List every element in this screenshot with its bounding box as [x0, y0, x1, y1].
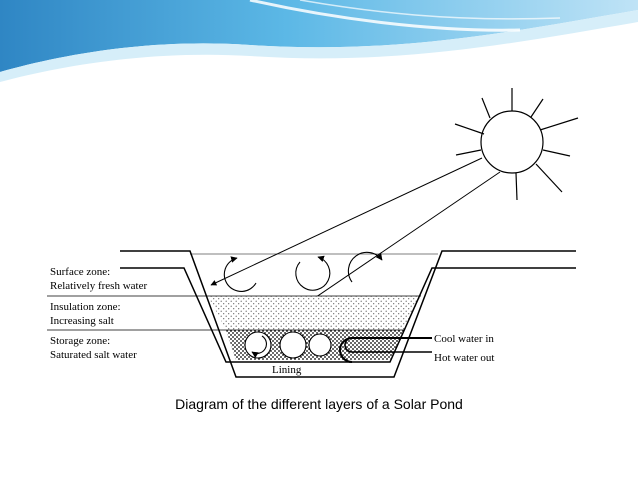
pond-lining-outer [120, 250, 576, 378]
surface-convection [223, 251, 383, 292]
pond-lining-inner [120, 267, 576, 363]
surface-zone-desc: Relatively fresh water [50, 280, 147, 292]
surface-zone-label: Surface zone: [50, 266, 110, 278]
header-banner [0, 0, 638, 82]
cool-water-in-label: Cool water in [434, 333, 494, 345]
insulation-layer [208, 296, 421, 330]
diagram-caption: Diagram of the different layers of a Sol… [175, 396, 463, 412]
insulation-zone-label: Insulation zone: [50, 301, 121, 313]
storage-convection [244, 331, 332, 359]
sun-icon [454, 88, 579, 201]
lining-label: Lining [272, 364, 302, 376]
insulation-zone-desc: Increasing salt [50, 315, 114, 327]
heat-exchanger-pipe [339, 337, 432, 363]
storage-zone-label: Storage zone: [50, 335, 110, 347]
storage-zone-desc: Saturated salt water [50, 349, 137, 361]
hot-water-out-label: Hot water out [434, 352, 494, 364]
